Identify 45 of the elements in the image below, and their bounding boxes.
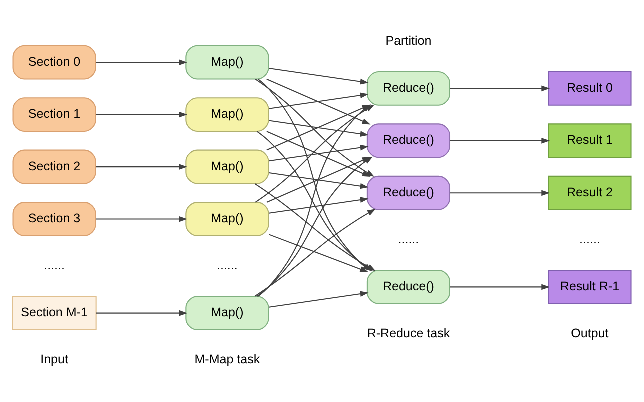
arrow bbox=[96, 60, 188, 66]
node-box: Map() bbox=[186, 296, 270, 331]
arrow bbox=[450, 190, 550, 196]
arrow bbox=[450, 86, 550, 92]
node-box: Map() bbox=[186, 98, 270, 132]
arrow bbox=[96, 310, 188, 316]
node-box: Reduce() bbox=[366, 124, 450, 158]
node-box: Reduce() bbox=[366, 71, 450, 106]
label: ...... bbox=[217, 258, 238, 273]
node-box: Section 3 bbox=[12, 202, 96, 237]
node-box: Map() bbox=[186, 202, 270, 237]
node-box: Reduce() bbox=[366, 176, 450, 210]
arrow bbox=[269, 92, 369, 110]
label: Partition bbox=[386, 34, 432, 48]
label: ...... bbox=[44, 258, 65, 273]
node-box: Map() bbox=[186, 150, 270, 184]
node-box: Result 2 bbox=[548, 176, 632, 210]
arrow bbox=[450, 138, 550, 144]
label: ...... bbox=[580, 232, 600, 246]
label: ...... bbox=[398, 232, 420, 246]
node-box: Result 1 bbox=[548, 124, 632, 158]
node-box: Section 0 bbox=[12, 45, 96, 80]
arrow bbox=[269, 144, 369, 162]
arrow bbox=[269, 120, 369, 137]
node-box: Section M-1 bbox=[12, 296, 97, 331]
arrow bbox=[269, 172, 369, 190]
node-box: Section 1 bbox=[12, 98, 96, 132]
label: Output bbox=[571, 326, 609, 340]
arrow bbox=[96, 216, 188, 222]
node-box: Result R-1 bbox=[548, 270, 632, 304]
label: M-Map task bbox=[194, 352, 260, 367]
label: Input bbox=[40, 352, 68, 367]
node-box: Section 2 bbox=[12, 150, 96, 184]
arrow bbox=[268, 234, 369, 272]
node-box: Reduce() bbox=[366, 270, 450, 304]
node-box: Result 0 bbox=[548, 71, 632, 106]
arrow bbox=[269, 197, 369, 214]
node-box: Map() bbox=[186, 45, 270, 80]
arrow bbox=[450, 284, 550, 290]
arrow bbox=[96, 164, 188, 170]
arrow bbox=[269, 291, 369, 308]
arrow bbox=[96, 112, 188, 118]
label: R-Reduce task bbox=[367, 326, 450, 340]
arrow bbox=[269, 68, 369, 85]
arrow bbox=[254, 209, 376, 297]
